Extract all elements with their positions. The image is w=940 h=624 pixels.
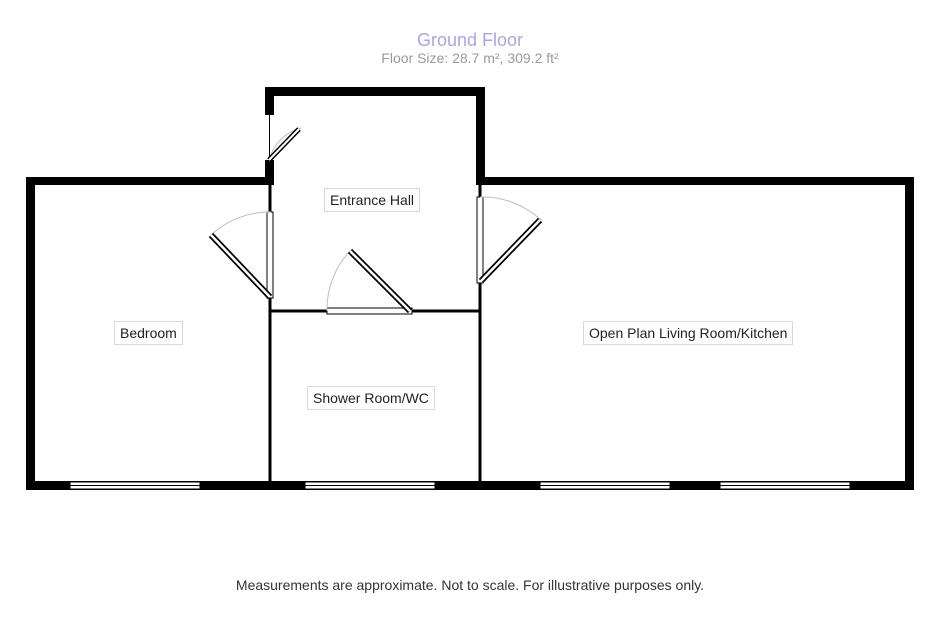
windows [69, 481, 851, 490]
door-shower-jamb [326, 307, 413, 315]
wall-right [905, 177, 914, 490]
room-label-shower-room: Shower Room/WC [307, 386, 435, 410]
interior-walls [268, 185, 482, 481]
door-bedroom-jamb [266, 211, 274, 299]
wall-right-top [477, 177, 914, 185]
room-label-entrance-hall: Entrance Hall [324, 188, 421, 212]
room-label-living-kitchen: Open Plan Living Room/Kitchen [583, 321, 794, 345]
door-living-swing [479, 196, 542, 221]
floor-size: Floor Size: 28.7 m², 309.2 ft² [381, 50, 559, 66]
wall-hall-right [476, 87, 485, 185]
exterior-walls [26, 87, 914, 490]
wall-hall-top [265, 87, 485, 96]
room-label-bedroom: Bedroom [114, 321, 183, 345]
door-living-jamb [476, 196, 484, 284]
wall-left-top [26, 177, 274, 185]
door-bedroom-swing [210, 211, 272, 236]
doors [208, 115, 543, 315]
floor-title: Ground Floor [416, 30, 524, 50]
wall-left [26, 177, 35, 490]
door-shower-swing [326, 250, 351, 312]
wall-bottom [26, 481, 914, 490]
disclaimer: Measurements are approximate. Not to sca… [235, 577, 705, 593]
